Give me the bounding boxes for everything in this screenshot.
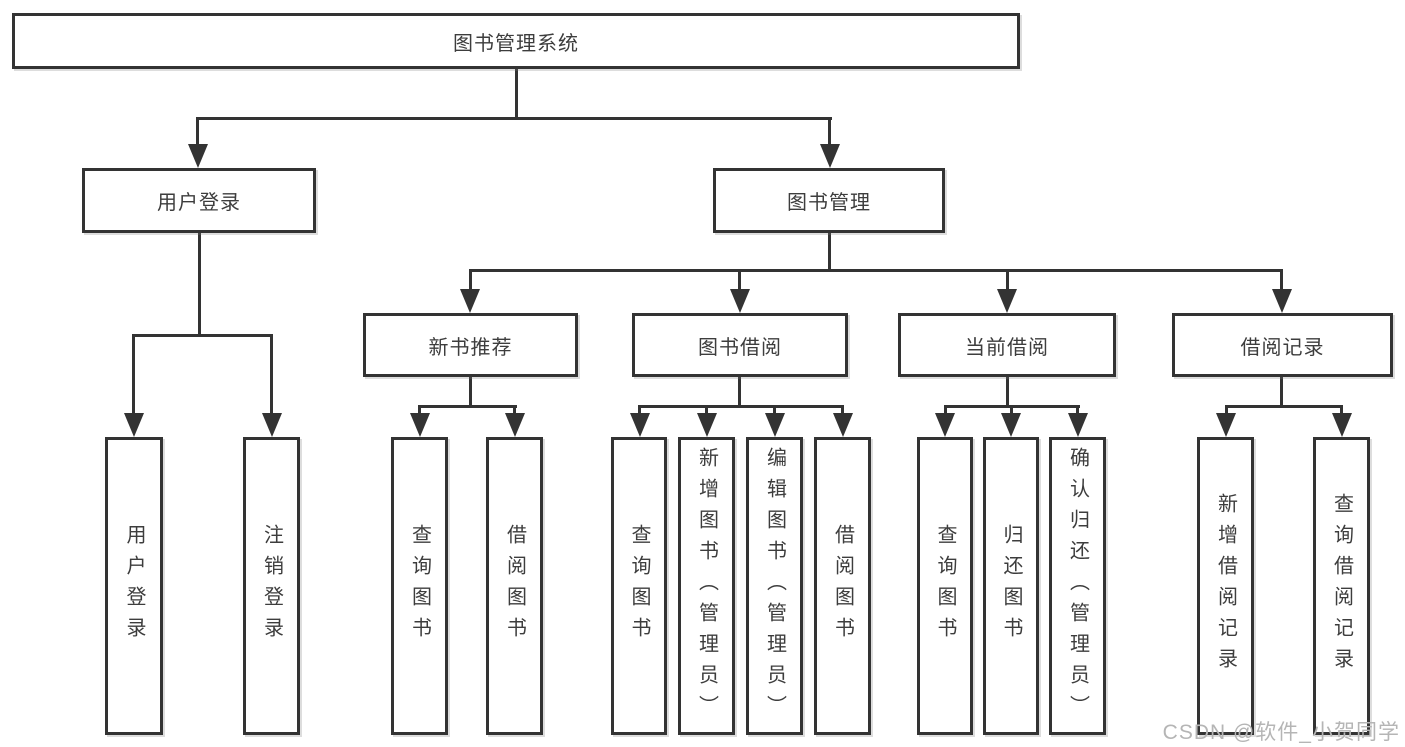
connector-root-bar: [196, 117, 832, 120]
arrow-down-icon: [1216, 413, 1236, 437]
connector-stem: [738, 269, 741, 291]
leaf-label: 查询图书: [628, 524, 650, 648]
arrow-down-icon: [262, 413, 282, 437]
arrow-down-icon: [188, 144, 208, 168]
node-book-borrow: 图书借阅: [632, 313, 848, 377]
node-new-book-recommend: 新书推荐: [363, 313, 578, 377]
connector-stem: [828, 117, 831, 147]
leaf-label: 注销登录: [260, 524, 283, 648]
leaf-add-borrow-record: 新增借阅记录: [1197, 437, 1254, 735]
connector-stem: [1225, 405, 1228, 417]
node-user-login: 用户登录: [82, 168, 316, 233]
node-root-title: 图书管理系统: [12, 13, 1020, 69]
leaf-borrow-book-recommend: 借阅图书: [486, 437, 543, 735]
connector-stem: [944, 405, 947, 417]
leaf-label: 归还图书: [1000, 524, 1022, 648]
arrow-down-icon: [1001, 413, 1021, 437]
connector-stem: [132, 334, 135, 416]
leaf-edit-book-admin: 编辑图书（管理员）: [746, 437, 803, 735]
arrow-down-icon: [1068, 413, 1088, 437]
leaf-add-book-admin: 新增图书（管理员）: [678, 437, 735, 735]
leaf-query-book-current: 查询图书: [917, 437, 973, 735]
connector-bar: [418, 405, 517, 408]
arrow-down-icon: [935, 413, 955, 437]
leaf-label: 新增借阅记录: [1214, 493, 1237, 679]
node-current-borrow: 当前借阅: [898, 313, 1116, 377]
leaf-label: 借阅图书: [503, 524, 526, 648]
connector-root-stem: [515, 69, 518, 119]
connector-bar: [1225, 405, 1343, 408]
arrow-down-icon: [460, 289, 480, 313]
leaf-confirm-return-admin: 确认归还（管理员）: [1049, 437, 1106, 735]
arrow-down-icon: [765, 413, 785, 437]
connector-stem: [513, 405, 516, 417]
connector-stem: [1340, 405, 1343, 417]
leaf-query-borrow-record: 查询借阅记录: [1313, 437, 1370, 735]
arrow-down-icon: [697, 413, 717, 437]
arrow-down-icon: [124, 413, 144, 437]
node-borrow-records: 借阅记录: [1172, 313, 1393, 377]
connector-stem: [1010, 405, 1013, 417]
connector-stem: [198, 233, 201, 336]
connector-stem: [1280, 377, 1283, 407]
connector-stem: [1076, 405, 1079, 417]
leaf-user-login: 用户登录: [105, 437, 163, 735]
arrow-down-icon: [410, 413, 430, 437]
csdn-watermark: CSDN @软件_小贺同学: [1162, 721, 1400, 744]
connector-stem: [469, 269, 472, 291]
arrow-down-icon: [820, 144, 840, 168]
arrow-down-icon: [1272, 289, 1292, 313]
arrow-down-icon: [505, 413, 525, 437]
leaf-borrow-book: 借阅图书: [814, 437, 871, 735]
connector-stem: [705, 405, 708, 417]
connector-stem: [418, 405, 421, 417]
arrow-down-icon: [1332, 413, 1352, 437]
connector-stem: [638, 405, 641, 417]
arrow-down-icon: [730, 289, 750, 313]
leaf-label: 编辑图书（管理员）: [763, 446, 786, 726]
leaf-label: 新增图书（管理员）: [695, 446, 718, 726]
connector-stem: [196, 117, 199, 147]
connector-stem: [469, 377, 472, 407]
arrow-down-icon: [833, 413, 853, 437]
leaf-label: 确认归还（管理员）: [1066, 446, 1089, 726]
leaf-label: 查询借阅记录: [1330, 493, 1353, 679]
leaf-logout: 注销登录: [243, 437, 300, 735]
connector-stem: [738, 377, 741, 407]
connector-bar: [469, 269, 1283, 272]
leaf-label: 借阅图书: [831, 524, 854, 648]
connector-stem: [773, 405, 776, 417]
connector-stem: [270, 334, 273, 416]
leaf-query-book-borrow: 查询图书: [611, 437, 667, 735]
connector-stem: [1280, 269, 1283, 291]
connector-bar: [132, 334, 273, 337]
connector-stem: [1006, 269, 1009, 291]
connector-bar: [638, 405, 844, 408]
leaf-query-book-recommend: 查询图书: [391, 437, 448, 735]
arrow-down-icon: [630, 413, 650, 437]
leaf-return-book: 归还图书: [983, 437, 1039, 735]
leaf-label: 用户登录: [123, 524, 145, 648]
connector-stem: [1006, 377, 1009, 407]
connector-stem: [828, 233, 831, 271]
connector-stem: [841, 405, 844, 417]
arrow-down-icon: [997, 289, 1017, 313]
leaf-label: 查询图书: [934, 524, 956, 648]
leaf-label: 查询图书: [408, 524, 431, 648]
node-book-management: 图书管理: [713, 168, 945, 233]
